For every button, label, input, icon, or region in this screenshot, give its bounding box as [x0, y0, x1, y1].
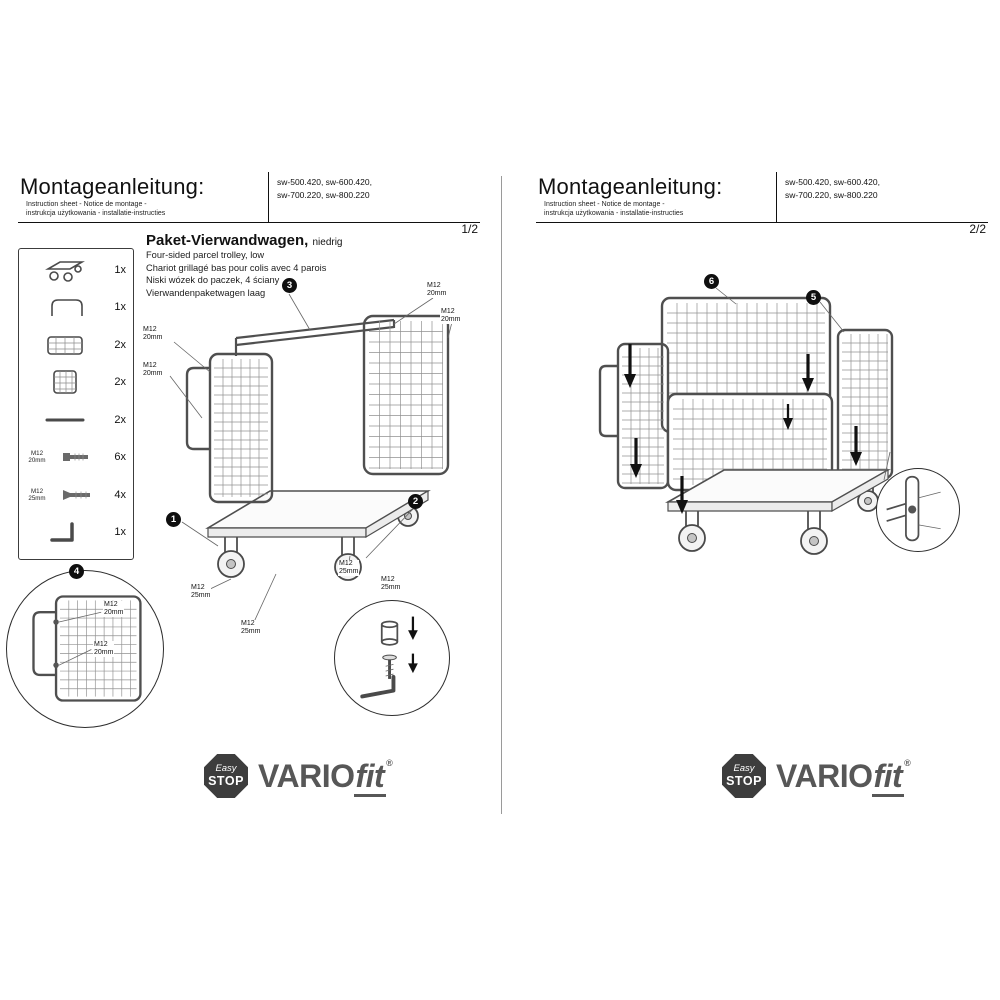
- header-subtitle-1: Instruction sheet - Notice de montage -: [544, 201, 665, 208]
- page-number: 2/2: [969, 222, 986, 236]
- assembly-drawing: 6 5: [592, 270, 922, 634]
- variofit-logo: VARIOfit®: [258, 757, 393, 797]
- part-qty: 2x: [114, 338, 126, 351]
- brand-footer: Easy STOP VARIOfit®: [722, 754, 911, 798]
- parts-row-mesh-wide: 2x: [19, 326, 133, 364]
- page-divider: [501, 176, 502, 814]
- mesh-wall-wide-icon: [26, 332, 103, 358]
- part-qty: 1x: [114, 301, 126, 314]
- allen-key-icon: [26, 518, 103, 546]
- product-titles: Paket-Vierwandwagen, niedrig Four-sided …: [146, 232, 343, 299]
- detail-view-caster-bolt: [334, 600, 450, 716]
- header-subtitle-2: instrukcja użytkowania - installatie-ins…: [26, 210, 166, 218]
- part-qty: 4x: [114, 488, 126, 501]
- variofit-logo: VARIOfit®: [776, 757, 911, 797]
- page-number: 1/2: [461, 222, 478, 236]
- platform-dolly-icon: [26, 257, 103, 283]
- handle-panel-svg: [32, 595, 142, 702]
- product-title-en: Four-sided parcel trolley, low: [146, 250, 265, 260]
- parts-row-rod: 2x: [19, 401, 133, 439]
- page-1: Montageanleitung: Instruction sheet - No…: [6, 172, 480, 820]
- trolley-exploded-svg: [169, 293, 453, 623]
- product-title-de: Paket-Vierwandwagen, niedrig: [146, 232, 343, 249]
- product-title-fr: Chariot grillagé bas pour colis avec 4 p…: [146, 262, 327, 273]
- callout-2: 2: [408, 494, 423, 509]
- corner-joint-svg: [886, 475, 941, 542]
- easystop-stop: STOP: [208, 773, 244, 788]
- easystop-easy: Easy: [215, 763, 237, 775]
- parts-row-mesh-square: 2x: [19, 364, 133, 402]
- page-2: Montageanleitung: Instruction sheet - No…: [536, 172, 988, 820]
- part-qty: 2x: [114, 413, 126, 426]
- product-title-nl: Vierwandenpaketwagen laag: [146, 287, 266, 298]
- caster-bolt-svg: [360, 616, 418, 699]
- header-subtitle-2: instrukcja użytkowania - installatie-ins…: [544, 210, 684, 218]
- header-subtitle-1: Instruction sheet - Notice de montage -: [26, 201, 147, 208]
- model-line-1: sw-500.420, sw-600.420,: [785, 177, 880, 187]
- page-title: Montageanleitung:: [20, 174, 205, 199]
- parts-list: 1x 1x 2x: [18, 248, 134, 560]
- part-qty: 1x: [114, 263, 126, 276]
- parts-row-handle: 1x: [19, 289, 133, 327]
- page-title: Montageanleitung:: [538, 174, 723, 199]
- mesh-wall-square-icon: [26, 368, 103, 396]
- callout-6: 6: [704, 274, 719, 289]
- model-line-2: sw-700.220, sw-800.220: [785, 189, 878, 200]
- callout-3: 3: [282, 278, 297, 293]
- model-numbers: sw-500.420, sw-600.420, sw-700.220, sw-8…: [776, 172, 988, 222]
- callout-4: 4: [69, 564, 84, 579]
- part-qty: 2x: [114, 376, 126, 389]
- trolley-assembled-svg: [598, 287, 894, 555]
- brand-footer: Easy STOP VARIOfit®: [204, 754, 393, 798]
- callout-5: 5: [806, 290, 821, 305]
- model-line-1: sw-500.420, sw-600.420,: [277, 177, 372, 187]
- flat-bolt-icon: [51, 486, 103, 504]
- easystop-easy: Easy: [733, 763, 755, 775]
- product-title-pl: Niski wózek do paczek, 4 ściany: [146, 275, 280, 286]
- product-title-suffix: niedrig: [312, 237, 343, 248]
- part-qty: 1x: [114, 526, 126, 539]
- header: Montageanleitung: Instruction sheet - No…: [536, 172, 988, 223]
- parts-row-allen-key: 1x: [19, 514, 133, 552]
- push-handle-icon: [26, 294, 103, 320]
- model-line-2: sw-700.220, sw-800.220: [277, 189, 370, 200]
- bolt-icon: [51, 448, 103, 466]
- model-numbers: sw-500.420, sw-600.420, sw-700.220, sw-8…: [268, 172, 480, 222]
- easystop-logo: Easy STOP: [722, 754, 766, 798]
- easystop-stop: STOP: [726, 773, 762, 788]
- easystop-logo: Easy STOP: [204, 754, 248, 798]
- header: Montageanleitung: Instruction sheet - No…: [18, 172, 480, 223]
- cross-rod-icon: [26, 411, 103, 429]
- detail-view-corner-joint: [876, 468, 960, 552]
- parts-row-dolly: 1x: [19, 251, 133, 289]
- callout-1: 1: [166, 512, 181, 527]
- part-qty: 6x: [114, 451, 126, 464]
